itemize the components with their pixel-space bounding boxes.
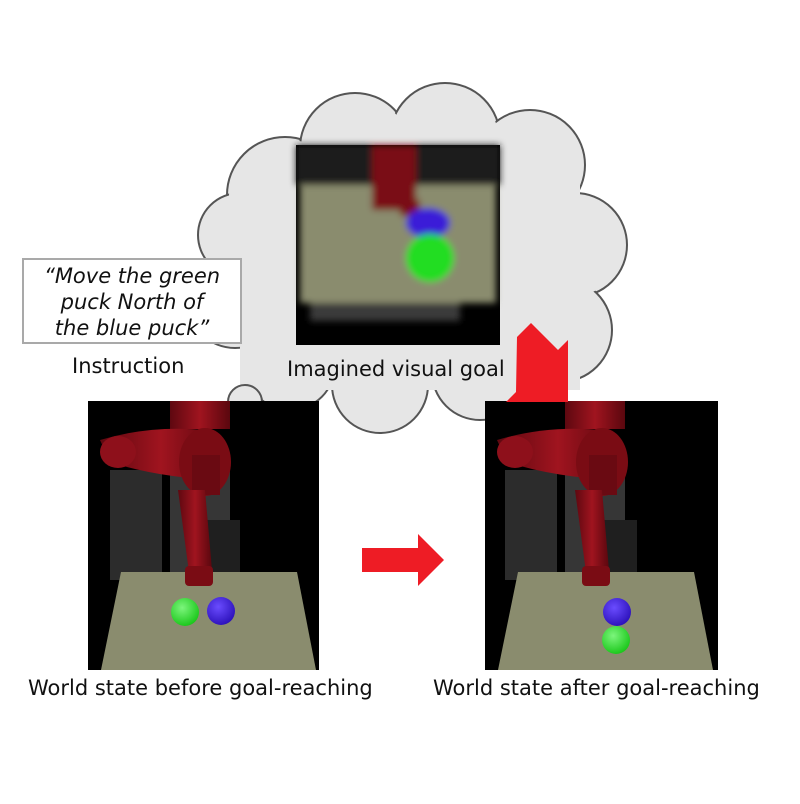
after-label: World state after goal-reaching	[433, 676, 760, 700]
table	[101, 572, 316, 670]
green-puck	[171, 598, 199, 626]
blue-puck	[603, 598, 631, 626]
instruction-label: Instruction	[72, 354, 184, 378]
before-image	[88, 401, 319, 670]
green-puck	[602, 626, 630, 654]
pedestal-left	[505, 470, 557, 580]
instruction-line: puck North of	[24, 290, 240, 314]
instruction-line: “Move the green	[24, 264, 240, 288]
imagined-goal-image	[296, 145, 500, 345]
before-label: World state before goal-reaching	[28, 676, 373, 700]
transition-arrow	[362, 534, 444, 586]
instruction-line: the blue puck”	[24, 316, 240, 340]
imagined-goal-label: Imagined visual goal	[287, 357, 505, 381]
pedestal-left	[110, 470, 162, 580]
table	[498, 572, 713, 670]
instruction-box: “Move the green puck North of the blue p…	[22, 258, 242, 344]
after-image	[485, 401, 718, 670]
blue-puck	[207, 597, 235, 625]
